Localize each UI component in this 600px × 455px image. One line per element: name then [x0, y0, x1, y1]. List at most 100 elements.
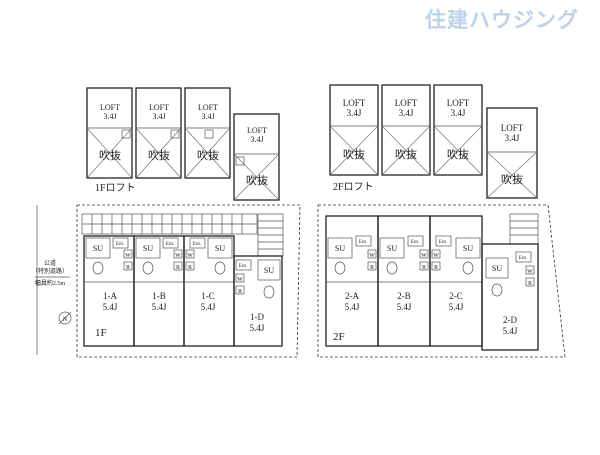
wash-label: W [187, 253, 193, 259]
loft-size: 3.4J [451, 108, 466, 118]
room-size: 5.4J [503, 326, 518, 336]
fridge-label: R [188, 265, 192, 271]
fridge-label: R [126, 265, 130, 271]
loft-plan-1f: LOFT 3.4J 吹抜 LOFT 3.4J 吹抜 LOFT 3.4J 吹抜 [86, 87, 280, 201]
room-id: 2-B [397, 291, 411, 301]
fridge-label: R [370, 265, 374, 271]
watermark-logo: 住建ハウジング [425, 8, 579, 32]
loft-unit: LOFT 3.4J 吹抜 [233, 113, 280, 201]
shower-label: SU [387, 244, 397, 253]
room-id: 1-D [250, 312, 264, 322]
loft-size: 3.4J [399, 108, 414, 118]
road-type: （特別道路） [32, 267, 68, 275]
room-unit: SU Ent. W R 2-C 5.4J [429, 215, 483, 347]
fridge-label: R [528, 281, 532, 287]
room-unit: SU Ent. W R 1-A 5.4J [83, 235, 135, 347]
fridge-label: R [238, 289, 242, 295]
fridge-label: R [422, 265, 426, 271]
entrance-label: Ent. [359, 240, 367, 245]
loft-unit: LOFT 3.4J 吹抜 [486, 107, 538, 199]
shower-label: SU [463, 244, 473, 253]
entrance-label: Ent. [239, 264, 247, 269]
room-id: 2-D [503, 315, 517, 325]
floor-1f-caption: 1F [95, 327, 107, 339]
room-size: 5.4J [397, 302, 412, 312]
shower-label: SU [335, 244, 345, 253]
loft-size: 3.4J [505, 133, 520, 143]
fridge-label: R [434, 265, 438, 271]
room-id: 1-C [201, 291, 215, 301]
entrance-label: Ent. [519, 256, 527, 261]
room-id: 2-A [345, 291, 359, 301]
room-size: 5.4J [449, 302, 464, 312]
fridge-label: R [176, 265, 180, 271]
loft-name: LOFT [501, 123, 524, 133]
wash-label: W [175, 253, 181, 259]
entrance-label: Ent. [166, 242, 174, 247]
shower-label: SU [264, 266, 274, 275]
room-size: 5.4J [152, 302, 167, 312]
loft-size: 3.4J [103, 112, 116, 121]
north-label: N [63, 317, 68, 323]
room-unit: SU Ent. W R 1-D 5.4J [233, 255, 283, 347]
loft-name: LOFT [395, 98, 418, 108]
room-size: 5.4J [345, 302, 360, 312]
loft-unit: LOFT 3.4J 吹抜 [381, 84, 431, 176]
loft-unit: LOFT 3.4J 吹抜 [86, 87, 133, 179]
wash-label: W [237, 277, 243, 283]
loft-2f-caption: 2Fロフト [333, 182, 374, 193]
void-label: 吹抜 [148, 148, 170, 162]
wash-label: W [433, 253, 439, 259]
room-size: 5.4J [103, 302, 118, 312]
wash-label: W [125, 253, 131, 259]
void-label: 吹抜 [246, 173, 268, 187]
entrance-label: Ent. [193, 242, 201, 247]
room-unit: SU Ent. W R 1-B 5.4J [133, 235, 185, 347]
loft-size: 3.4J [201, 112, 214, 121]
room-unit: SU Ent. W R 2-A 5.4J [325, 215, 379, 347]
loft-name: LOFT [247, 126, 267, 135]
room-unit: SU Ent. W R 1-C 5.4J [183, 235, 235, 347]
loft-size: 3.4J [250, 135, 263, 144]
void-label: 吹抜 [99, 148, 121, 162]
room-id: 1-A [103, 291, 117, 301]
road-annotation: 公道 （特別道路） 幅員約2.5m N [32, 205, 72, 355]
room-id: 1-B [152, 291, 166, 301]
loft-size: 3.4J [347, 108, 362, 118]
shower-label: SU [93, 244, 103, 253]
loft-name: LOFT [198, 103, 218, 112]
floor-plan-1f: SU Ent. W R 1-A 5.4J SU Ent. W R 1-B [76, 204, 301, 358]
loft-unit: LOFT 3.4J 吹抜 [135, 87, 182, 179]
shower-label: SU [215, 244, 225, 253]
room-size: 5.4J [201, 302, 216, 312]
loft-name: LOFT [343, 98, 366, 108]
shower-label: SU [143, 244, 153, 253]
deck-grid [81, 213, 258, 235]
loft-unit: LOFT 3.4J 吹抜 [184, 87, 231, 179]
void-label: 吹抜 [197, 148, 219, 162]
loft-plan-2f: LOFT 3.4J 吹抜 LOFT 3.4J 吹抜 LOFT 3.4J 吹抜 L… [329, 84, 538, 199]
floor-2f-caption: 2F [333, 331, 345, 343]
void-label: 吹抜 [447, 147, 469, 161]
room-unit: SU Ent. W R 2-B 5.4J [377, 215, 431, 347]
room-id: 2-C [449, 291, 463, 301]
north-arrow-icon: N [58, 311, 72, 325]
entrance-label: Ent. [439, 240, 447, 245]
loft-name: LOFT [100, 103, 120, 112]
loft-1f-caption: 1Fロフト [95, 183, 136, 194]
shower-label: SU [492, 264, 502, 273]
entrance-label: Ent. [116, 242, 124, 247]
loft-unit: LOFT 3.4J 吹抜 [433, 84, 483, 176]
loft-name: LOFT [149, 103, 169, 112]
void-label: 吹抜 [343, 147, 365, 161]
staircase [257, 213, 284, 257]
floor-plan-2f: SU Ent. W R 2-A 5.4J SU Ent. W R 2-B [317, 204, 566, 358]
wash-label: W [421, 253, 427, 259]
staircase [509, 213, 539, 245]
room-unit: SU Ent. W R 2-D 5.4J [481, 243, 539, 351]
room-size: 5.4J [250, 323, 265, 333]
wash-label: W [369, 253, 375, 259]
road-label: 公道 [44, 259, 56, 267]
road-width: 幅員約2.5m [35, 279, 66, 287]
